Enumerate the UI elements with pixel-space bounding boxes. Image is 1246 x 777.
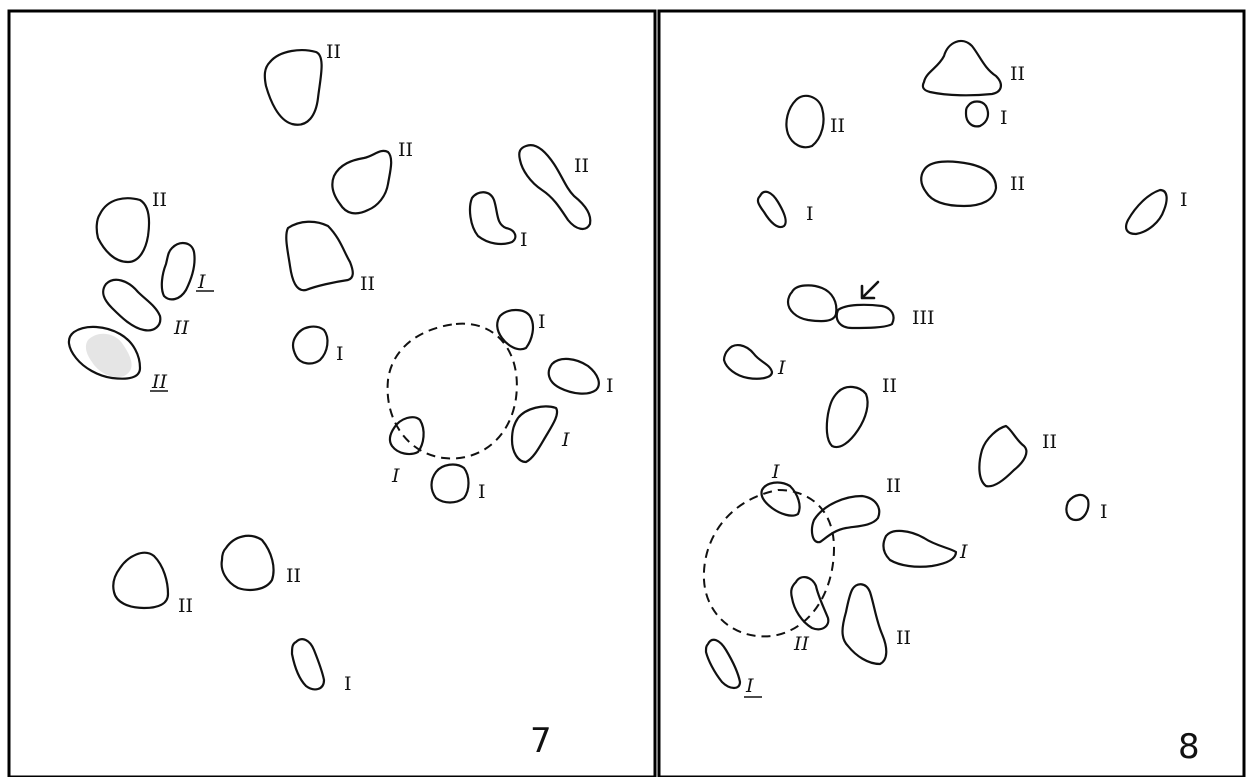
chromosome-outline [512,406,557,462]
chromosome-outline [1066,495,1088,520]
label: II [793,633,810,655]
label: II [896,627,911,649]
chromosome-outline [332,151,391,213]
chromosome-outline [812,496,879,542]
label: II [398,139,413,161]
label: I [197,271,206,293]
chromosome-outline [103,280,160,331]
chromosome-outline [97,198,149,262]
label: II [1010,63,1025,85]
chromosome-outline [1126,190,1167,234]
arrow-icon [862,282,878,298]
label: I [391,465,400,487]
chromosome-outline [827,387,868,447]
chromosome-outline [923,41,1001,95]
chromosome-outline [497,310,533,349]
label: II [574,155,589,177]
chromosome-outline [786,96,823,147]
label: II [1010,173,1025,195]
label: I [771,461,780,483]
chromosome-outline [292,639,324,689]
chromosome-outline [113,553,168,608]
label: II [1042,431,1057,453]
chromosome-outline [843,584,887,664]
label: II [151,371,168,393]
panel-8: II I II II I I III I II II I I II I [704,41,1200,767]
label: I [745,675,754,697]
chromosome-outline [921,162,996,206]
chromosome-outline [265,50,322,125]
chromosome-outline [706,640,740,688]
label: I [777,357,786,379]
dashed-outline [388,324,517,459]
chromosome-outline [724,345,772,379]
chromosome-outline [761,483,799,516]
chromosome-outline [162,243,195,299]
chromosome-outline [979,426,1026,486]
dashed-outline [704,490,834,636]
chromosome-outline [470,192,515,244]
label: II [178,595,193,617]
chromosome-outline [758,192,786,227]
panel-7: II II II II I II II II I I I I I [69,41,614,761]
label: II [326,41,341,63]
label: I [1100,501,1108,523]
chromosome-outline [549,359,599,394]
chromosome-outline [966,102,988,127]
label: II [360,273,375,295]
chromosome-outline [222,536,274,590]
chromosome-outline [837,305,894,328]
label: I [478,481,486,503]
label: I [1000,107,1008,129]
label: I [606,375,614,397]
label: I [1180,189,1188,211]
label: I [538,311,546,333]
label: II [286,565,301,587]
chromosome-outline [286,222,352,290]
panel-8-frame [659,11,1244,777]
chromosome-outline [791,577,828,629]
chromosome-outline [293,327,327,364]
chromosome-outline [788,285,836,321]
chromosome-outline [432,465,469,503]
label: I [520,229,528,251]
panel-number: 8 [1178,727,1200,767]
label: II [173,317,190,339]
label: I [344,673,352,695]
panel-7-frame [9,11,655,777]
chromosome-outline [883,531,956,567]
label: II [830,115,845,137]
label: I [806,203,814,225]
label: III [912,307,935,329]
label: II [152,189,167,211]
label: I [561,429,570,451]
label: II [886,475,901,497]
label: I [336,343,344,365]
label: I [959,541,968,563]
panel-number: 7 [530,721,552,761]
label: II [882,375,897,397]
